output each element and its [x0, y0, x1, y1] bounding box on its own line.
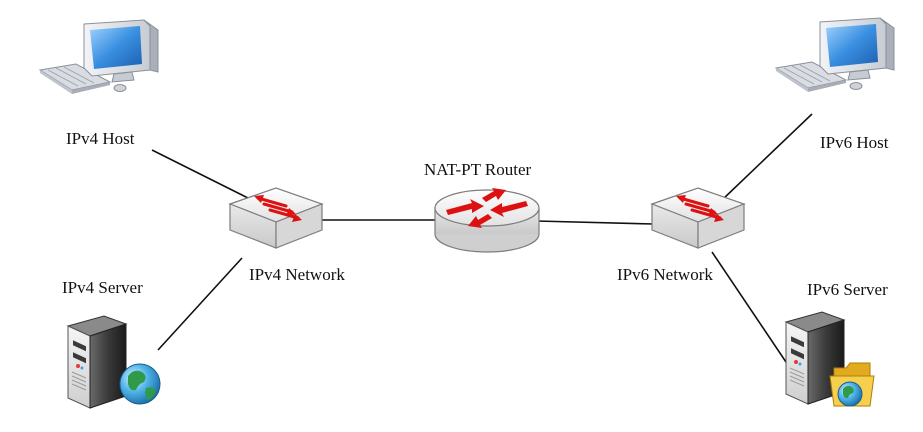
nat-pt-router-node — [434, 187, 540, 253]
ipv4-host-label: IPv4 Host — [66, 129, 135, 148]
server-tower-icon — [67, 315, 127, 409]
ipv6-host-node — [775, 17, 895, 93]
network-switch-icon — [228, 186, 324, 250]
ipv4-network-node — [228, 186, 324, 250]
link-ipv6-network-to-ipv6-server — [711, 251, 791, 369]
globe-icon — [119, 363, 161, 405]
ipv4-server-label: IPv4 Server — [62, 278, 143, 297]
ipv6-network-node — [650, 186, 746, 250]
ipv4-server-node — [67, 315, 161, 409]
link-router-to-ipv6-network — [535, 220, 655, 225]
desktop-computer-icon — [775, 17, 895, 93]
link-ipv6-network-to-ipv6-host — [721, 113, 813, 201]
ipv4-network-label: IPv4 Network — [249, 265, 345, 284]
ipv6-server-node — [785, 311, 875, 407]
nat-pt-router-label: NAT-PT Router — [424, 160, 532, 179]
globe-icon — [837, 381, 863, 407]
desktop-computer-icon — [39, 19, 159, 95]
network-switch-icon — [650, 186, 746, 250]
ipv6-network-label: IPv6 Network — [617, 265, 713, 284]
link-ipv4-server-to-ipv4-network — [157, 257, 243, 351]
ipv6-server-label: IPv6 Server — [807, 280, 888, 299]
router-icon — [434, 187, 540, 253]
ipv6-host-label: IPv6 Host — [820, 133, 889, 152]
links — [151, 113, 813, 369]
link-ipv4-host-to-ipv4-network — [151, 149, 253, 201]
ipv4-host-node — [39, 19, 159, 95]
